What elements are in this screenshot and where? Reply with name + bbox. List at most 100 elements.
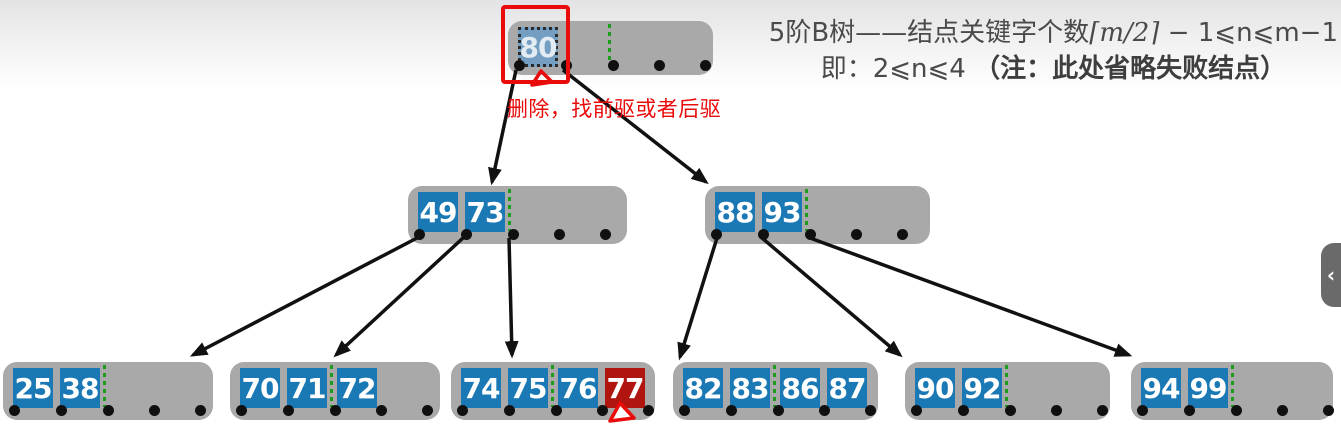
key-76: 76 — [558, 368, 598, 408]
child-pointer-dot — [56, 405, 67, 416]
child-pointer-dot — [679, 405, 690, 416]
order-note: 5阶B树——结点关键字个数⌈m/2⌉ − 1⩽n⩽m−1 即：2⩽n⩽4 （注：… — [769, 15, 1338, 87]
edge-arrow — [677, 237, 719, 361]
chevron-left-icon: ‹ — [1326, 263, 1336, 287]
child-pointer-dot — [330, 405, 341, 416]
min-keys-divider — [330, 365, 333, 407]
edge-arrow — [488, 69, 518, 186]
min-keys-divider — [805, 189, 808, 231]
key-99: 99 — [1188, 368, 1228, 408]
child-pointer-dot — [819, 405, 830, 416]
child-pointer-dot — [551, 405, 562, 416]
edge-arrow — [809, 236, 1133, 357]
child-pointer-dot — [457, 405, 468, 416]
child-pointer-dot — [911, 405, 922, 416]
child-pointer-dot — [700, 60, 711, 71]
min-keys-divider — [508, 189, 511, 231]
child-pointer-dot — [508, 229, 519, 240]
child-pointer-dot — [1005, 405, 1016, 416]
min-keys-divider — [1005, 365, 1008, 407]
edge-arrow — [189, 236, 418, 357]
child-pointer-dot — [561, 60, 572, 71]
edge-arrow — [561, 68, 709, 185]
delete-hint-text: 删除，找前驱或者后驱 — [507, 97, 721, 121]
child-pointer-dot — [9, 405, 20, 416]
min-keys-divider — [1231, 365, 1234, 407]
key-72: 72 — [337, 368, 377, 408]
key-92: 92 — [962, 368, 1002, 408]
child-pointer-dot — [1051, 405, 1062, 416]
child-pointer-dot — [773, 405, 784, 416]
min-keys-divider — [608, 24, 611, 62]
child-pointer-dot — [897, 229, 908, 240]
child-pointer-dot — [600, 229, 611, 240]
key-82: 82 — [683, 368, 723, 408]
child-pointer-dot — [461, 229, 472, 240]
key-25: 25 — [13, 368, 53, 408]
child-pointer-dot — [103, 405, 114, 416]
child-pointer-dot — [958, 405, 969, 416]
child-pointer-dot — [805, 229, 816, 240]
child-pointer-dot — [414, 229, 425, 240]
child-pointer-dot — [554, 229, 565, 240]
child-pointer-dot — [1277, 405, 1288, 416]
key-88: 88 — [715, 192, 755, 232]
key-73: 73 — [465, 192, 505, 232]
edge-arrow — [333, 236, 465, 358]
order-note-line1: 5阶B树——结点关键字个数⌈m/2⌉ − 1⩽n⩽m−1 — [768, 18, 1338, 48]
child-pointer-dot — [608, 60, 619, 71]
child-pointer-dot — [514, 60, 525, 71]
child-pointer-dot — [149, 405, 160, 416]
child-pointer-dot — [865, 405, 876, 416]
edge-arrow — [760, 236, 903, 358]
child-pointer-dot — [1137, 405, 1148, 416]
child-pointer-dot — [597, 405, 608, 416]
key-71: 71 — [287, 368, 327, 408]
min-keys-divider — [103, 365, 106, 407]
key-77: 77 — [605, 368, 645, 408]
child-pointer-dot — [711, 229, 722, 240]
child-pointer-dot — [643, 405, 654, 416]
child-pointer-dot — [1184, 405, 1195, 416]
child-pointer-dot — [422, 405, 433, 416]
key-93: 93 — [762, 192, 802, 232]
key-86: 86 — [780, 368, 820, 408]
min-keys-divider — [773, 365, 776, 407]
btree-node-root: 80 — [508, 21, 713, 75]
child-pointer-dot — [195, 405, 206, 416]
child-pointer-dot — [504, 405, 515, 416]
child-pointer-dot — [1323, 405, 1334, 416]
child-pointer-dot — [726, 405, 737, 416]
order-note-line2: 即：2⩽n⩽4 （注：此处省略失败结点） — [820, 54, 1287, 84]
child-pointer-dot — [283, 405, 294, 416]
key-75: 75 — [508, 368, 548, 408]
child-pointer-dot — [236, 405, 247, 416]
key-80: 80 — [518, 27, 558, 67]
child-pointer-dot — [851, 229, 862, 240]
key-83: 83 — [730, 368, 770, 408]
min-keys-divider — [551, 365, 554, 407]
key-38: 38 — [60, 368, 100, 408]
child-pointer-dot — [376, 405, 387, 416]
key-90: 90 — [915, 368, 955, 408]
key-70: 70 — [240, 368, 280, 408]
key-74: 74 — [461, 368, 501, 408]
child-pointer-dot — [654, 60, 665, 71]
edge-arrow — [504, 237, 519, 359]
key-49: 49 — [418, 192, 458, 232]
key-87: 87 — [827, 368, 867, 408]
child-pointer-dot — [1097, 405, 1108, 416]
key-94: 94 — [1141, 368, 1181, 408]
ceiling-formula: ⌈m/2⌉ — [1089, 18, 1160, 48]
child-pointer-dot — [1231, 405, 1242, 416]
panel-collapse-tab[interactable]: ‹ — [1321, 243, 1341, 307]
